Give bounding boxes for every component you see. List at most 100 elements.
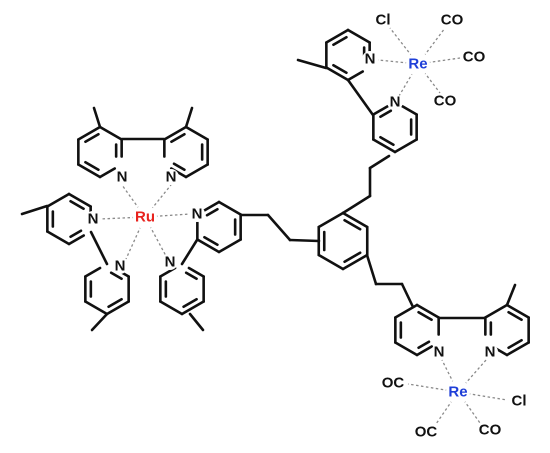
re-bottom-atom-label: Re	[448, 384, 467, 401]
coordination-bond	[457, 391, 508, 401]
nitrogen-label: N	[434, 344, 445, 361]
nitrogen-label: N	[115, 258, 126, 275]
bpy-left-upper-ring-bond	[46, 192, 71, 208]
re-bottom-left-ring-double-bond	[417, 340, 431, 350]
re-bottom-left-ring-bond	[394, 341, 419, 357]
re-top-lower-ring-bond	[372, 104, 390, 116]
carbonyl-label: CO	[463, 49, 486, 66]
bpy-top-left-ring-bond	[98, 125, 123, 141]
central-benzene-bond	[341, 211, 369, 229]
bpy-left-upper-ring-double-bond	[69, 229, 83, 239]
bpy-top-left-ring-bond	[98, 167, 117, 179]
re-bottom-center: Re	[446, 380, 470, 404]
bpy-right-upper-ring-bond	[217, 200, 242, 216]
bpy-right-lower-ring-double-bond	[184, 271, 198, 281]
re-top-atom-label: Re	[408, 56, 427, 73]
re-top-upper-ring-bond	[325, 28, 350, 44]
central-benzene-bond	[317, 211, 345, 229]
bpy-re-top-bridge	[346, 78, 375, 117]
bpy-left-bridge	[89, 230, 109, 266]
re-top-lower-ring-double-bond	[379, 135, 395, 147]
methyl-bond	[20, 204, 49, 216]
atom-labels: Ru Re Re N N N N N N N N	[85, 12, 527, 441]
bpy-left-upper-ring-double-bond	[69, 199, 85, 211]
bpy-left-lower-ring-double-bond	[109, 271, 123, 281]
methyl-bond	[184, 106, 194, 129]
bpy-top-right-ring-double-bond	[172, 162, 186, 172]
chloride-label: Cl	[376, 12, 391, 29]
bpy-top-left-ring-double-bond	[84, 132, 100, 144]
bpy-right-lower-ring-bond	[187, 266, 205, 278]
bpy-right-upper-ring-double-bond	[205, 207, 219, 217]
re-top-center: Re	[406, 52, 430, 76]
re-top-upper-ring-double-bond	[332, 63, 348, 75]
carbonyl-label: OC	[382, 375, 405, 392]
bpy-right-bridge	[180, 238, 199, 266]
central-benzene-bond	[317, 253, 345, 271]
re-bottom-left-ring-bond	[415, 303, 440, 319]
carbonyl-label: CO	[434, 93, 457, 110]
bpy-right-upper-ring-bond	[217, 238, 242, 254]
bpy-right-lower-ring-double-bond	[182, 297, 198, 309]
re-bottom-right-ring-bond	[505, 341, 530, 357]
methyl-bond	[92, 106, 102, 129]
carbonyl-label: OC	[415, 424, 438, 441]
re-top-upper-ring-double-bond	[332, 35, 348, 47]
methyl-bond	[188, 312, 205, 332]
re-top-upper-ring-bond	[325, 66, 350, 82]
central-benzene-double-bond	[343, 251, 362, 264]
bpy-right-upper-ring-bond	[202, 200, 221, 212]
re-bottom-ligands: OC Cl OC CO	[382, 375, 527, 441]
bpy-left-upper-ring-bond	[67, 234, 86, 246]
ru-center: Ru	[133, 205, 157, 229]
ethylene-linker	[400, 282, 415, 309]
bpy-top-right-ring-bond	[184, 163, 209, 179]
bpy-right-upper-ring-bond	[196, 238, 221, 254]
central-benzene-double-bond	[343, 218, 362, 231]
methyl-bond	[296, 58, 328, 70]
ethylene-linker	[365, 253, 378, 286]
methyl-bond	[505, 283, 517, 307]
methyl-bond	[90, 312, 109, 332]
bpy-top-right-ring-bond	[184, 125, 209, 141]
re-top-upper-ring-bond	[346, 28, 371, 44]
re-top-lower-ring-bond	[400, 104, 418, 116]
coordination-bonds	[99, 27, 508, 425]
carbonyl-label: CO	[479, 422, 502, 439]
re-top-lower-ring-bond	[372, 138, 397, 154]
chloride-label: Cl	[512, 393, 527, 410]
ethylene-linker	[341, 194, 372, 215]
covalent-bonds	[20, 28, 530, 357]
carbonyl-label: CO	[441, 12, 464, 29]
bpy-top-right-ring-bond	[163, 125, 188, 141]
bpy-left-lower-ring-bond	[105, 300, 130, 316]
bpy-top-left-ring-bond	[77, 125, 102, 141]
re-bottom-right-ring-double-bond	[507, 310, 523, 322]
ethylene-linker	[368, 154, 391, 170]
bpy-right-upper-ring-double-bond	[203, 235, 219, 247]
nitrogen-labels: N N N N N N N N N N	[85, 51, 498, 361]
nitrogen-label: N	[365, 51, 376, 68]
re-top-lower-ring-bond	[393, 138, 418, 154]
nitrogen-label: N	[390, 94, 401, 111]
nitrogen-label: N	[117, 169, 128, 186]
nitrogen-label: N	[88, 211, 99, 228]
nitrogen-label: N	[165, 254, 176, 271]
bpy-right-lower-ring-bond	[159, 300, 184, 316]
re-top-lower-ring-double-bond	[379, 109, 393, 119]
bpy-top-left-ring-double-bond	[84, 160, 100, 172]
bpy-left-lower-ring-double-bond	[107, 297, 123, 309]
bpy-top-right-ring-double-bond	[170, 132, 186, 144]
re-bottom-left-ring-double-bond	[417, 310, 433, 322]
nitrogen-label: N	[192, 206, 203, 223]
re-bottom-right-ring-bond	[484, 303, 509, 319]
re-bottom-left-ring-bond	[394, 303, 419, 319]
bpy-right-lower-ring-bond	[180, 300, 205, 316]
coordination-bond	[407, 383, 459, 393]
bpy-left-upper-ring-bond	[46, 230, 71, 246]
bpy-top-left-ring-bond	[77, 163, 102, 179]
bpy-left-lower-ring-bond	[84, 266, 102, 278]
nitrogen-label: N	[166, 169, 177, 186]
ethylene-linker	[266, 213, 292, 242]
